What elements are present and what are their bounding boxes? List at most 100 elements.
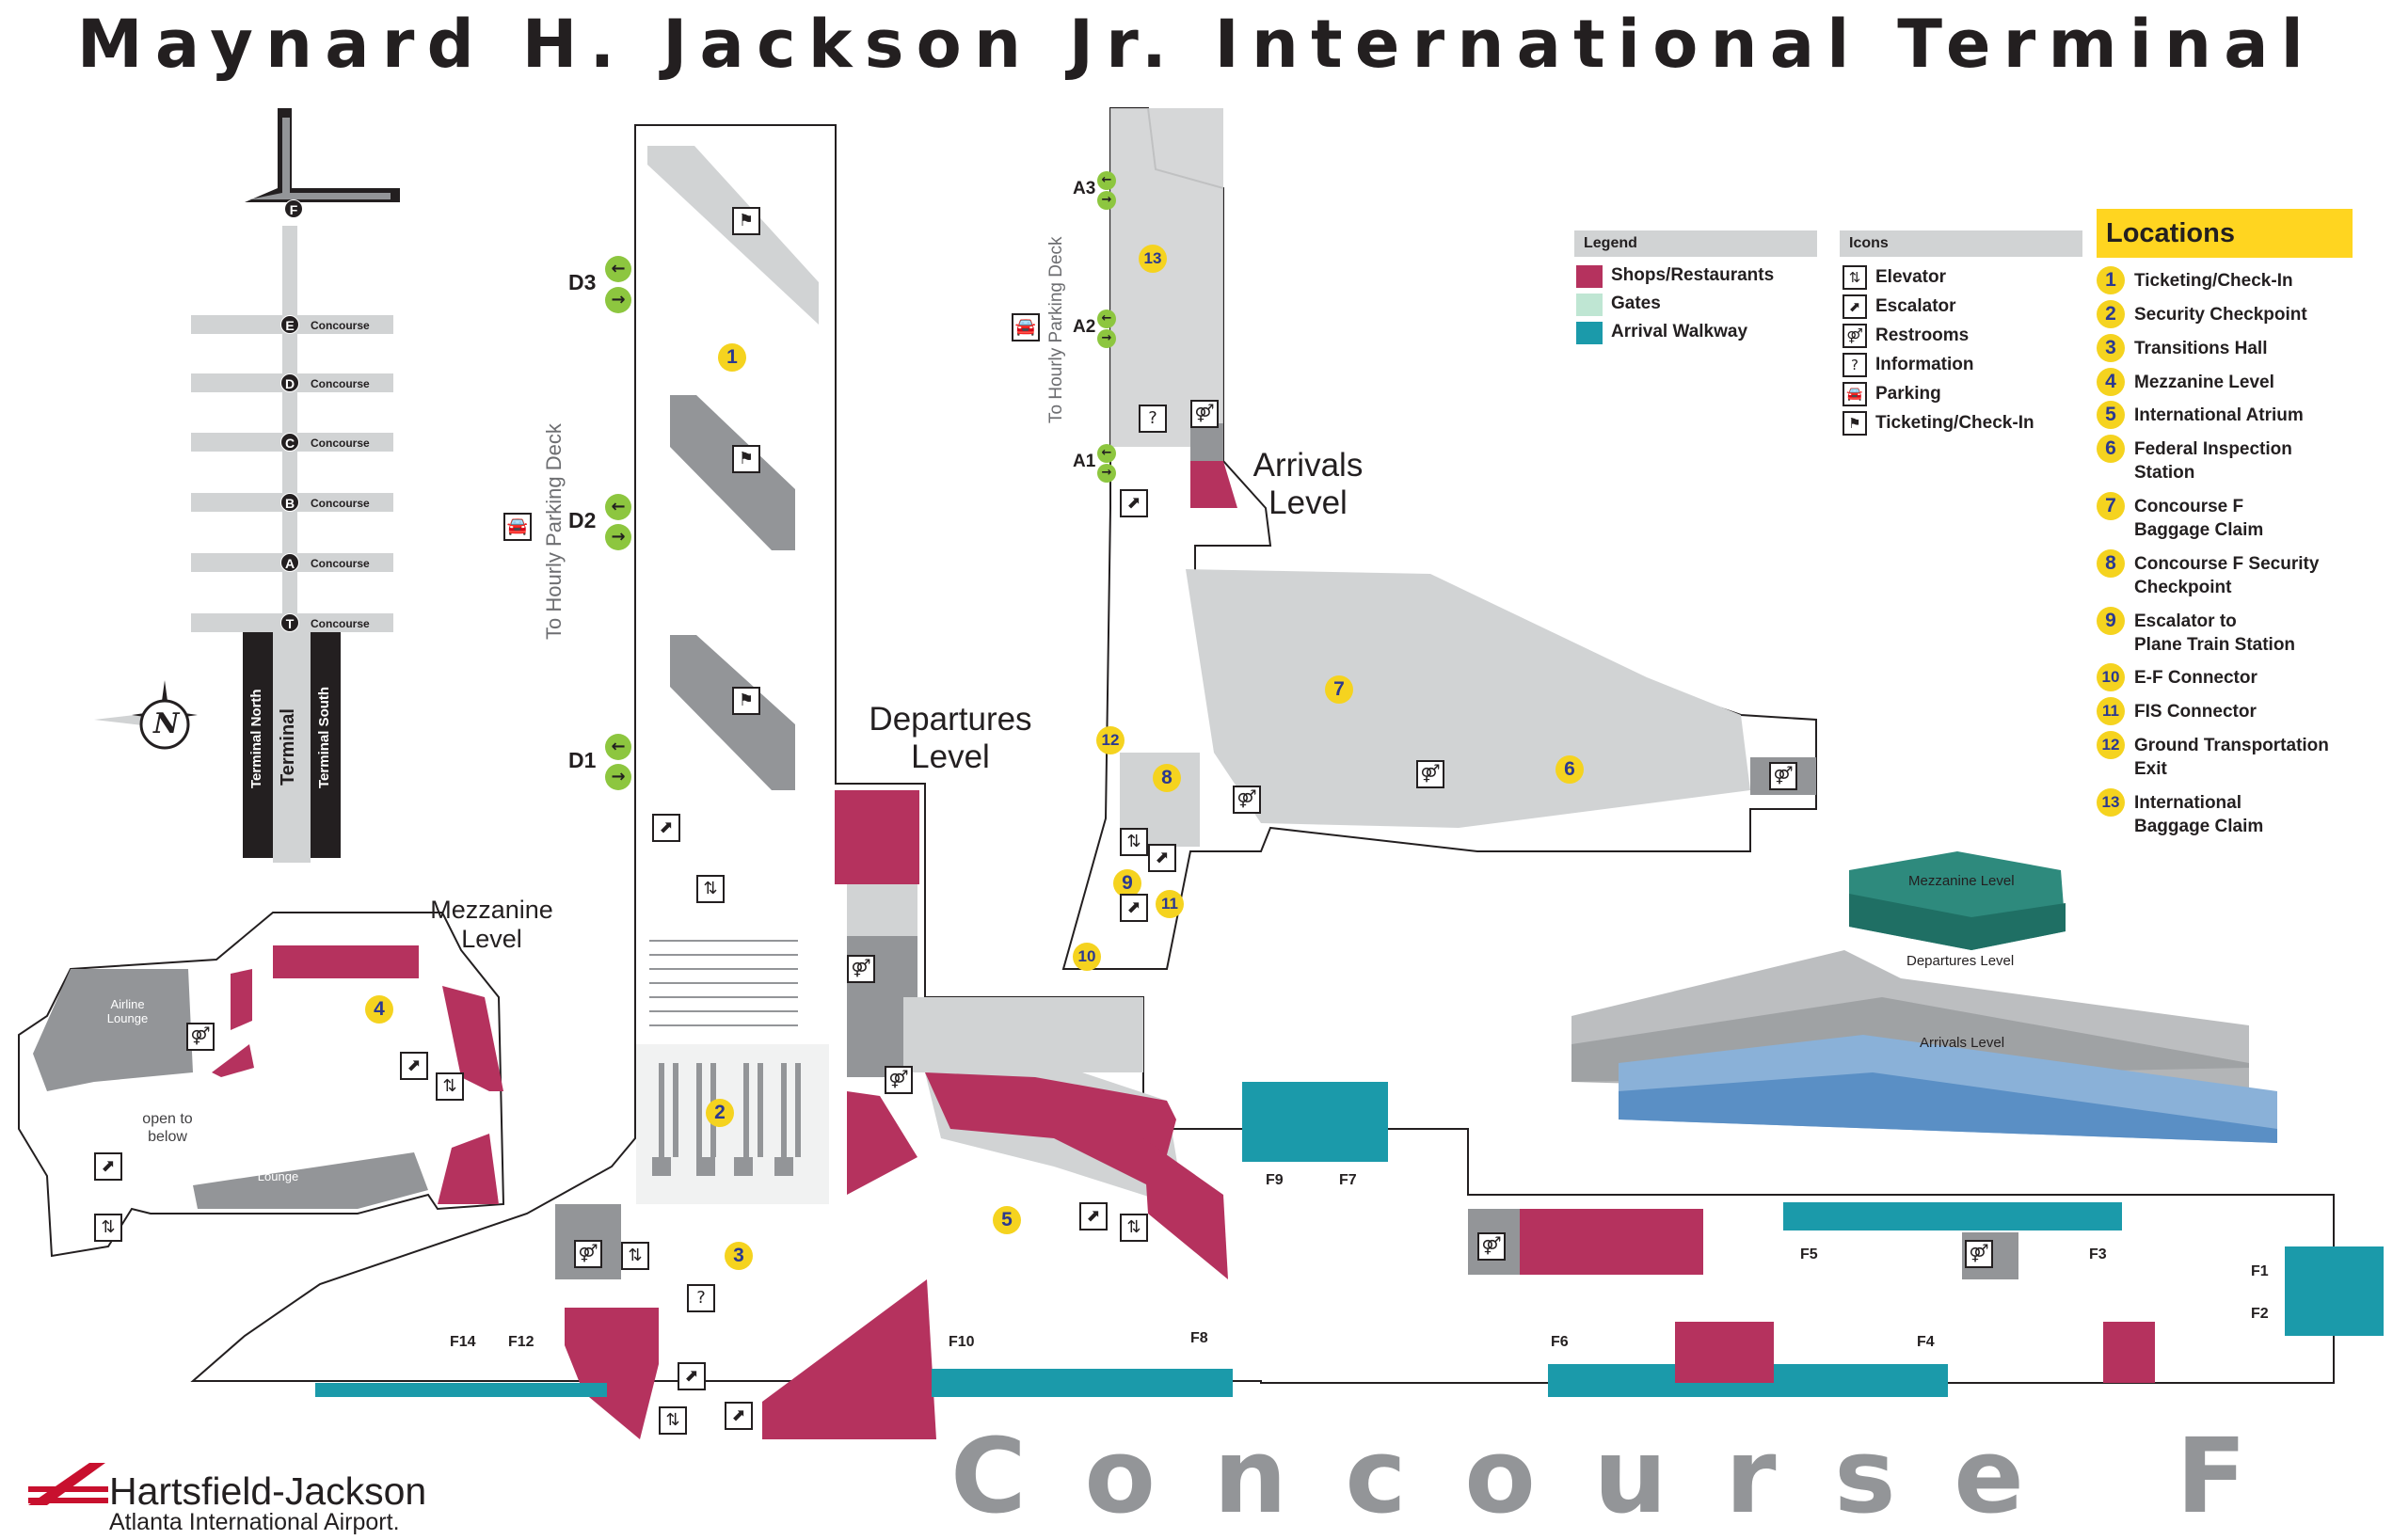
gate-a2-label: A2: [1073, 317, 1096, 337]
concourse-f-marker: F: [284, 199, 303, 218]
legend-gates-label: Gates: [1611, 294, 1661, 313]
gate-f10-label: F10: [949, 1334, 975, 1350]
gate-d3-label: D3: [568, 270, 597, 294]
map-marker-1: 1: [718, 343, 746, 372]
map-marker-9: 9: [1113, 869, 1141, 897]
map-marker-4: 4: [365, 995, 393, 1024]
parking-icon: 🚘: [503, 513, 532, 541]
gate-a3-label: A3: [1073, 179, 1096, 198]
legend-walkway-swatch: [1576, 322, 1603, 344]
concourse-t-marker: T: [280, 613, 299, 632]
legend-header: Legend: [1574, 230, 1817, 257]
legend-walkway-label: Arrival Walkway: [1611, 322, 1748, 341]
restrooms-icon: ⚤: [847, 955, 875, 983]
isometric-levels: [1571, 851, 2277, 1143]
elevator-icon: ⇅: [94, 1214, 122, 1242]
restrooms-icon: ⚤: [1965, 1240, 1993, 1268]
icons-legend-elevator: Elevator: [1875, 267, 1946, 287]
map-marker-2: 2: [706, 1099, 734, 1127]
gate-a1-label: A1: [1073, 452, 1096, 471]
gate-f12-label: F12: [508, 1334, 534, 1350]
gate-f4-label: F4: [1917, 1334, 1935, 1350]
concourse-b-word: Concourse: [311, 497, 370, 510]
concourse-e-word: Concourse: [311, 319, 370, 332]
departures-level-floor: [190, 124, 2384, 1439]
restrooms-icon: ⚤: [574, 1240, 602, 1268]
escalator-icon: ⬈: [94, 1152, 122, 1181]
d1-arrow-left-icon: ←: [605, 734, 631, 760]
parking-icon: 🚘: [1012, 313, 1040, 341]
parking-deck-label-departures: To Hourly Parking Deck: [542, 423, 566, 640]
concourse-a-marker: A: [280, 553, 299, 572]
a2-arrow-right-icon: →: [1097, 329, 1116, 348]
open-to-below-label: open to below: [142, 1111, 193, 1145]
map-marker-10: 10: [1073, 943, 1101, 971]
loc-4-num: 4: [2097, 368, 2125, 396]
iso-departures-label: Departures Level: [1906, 953, 2015, 969]
loc-5-num: 5: [2097, 401, 2125, 429]
icons-legend-header: Icons: [1840, 230, 2082, 257]
loc-9-num: 9: [2097, 607, 2125, 635]
ticketing-icon: ⚑: [732, 207, 760, 235]
airline-lounge-1-label: Airline Lounge: [106, 997, 149, 1025]
airport-logo-name: Hartsfield-Jackson: [109, 1469, 427, 1513]
map-marker-8: 8: [1153, 764, 1181, 792]
a2-arrow-left-icon: ←: [1097, 310, 1116, 328]
d1-arrow-right-icon: →: [605, 764, 631, 790]
gate-d2-label: D2: [568, 508, 597, 532]
a3-arrow-right-icon: →: [1097, 191, 1116, 210]
d3-arrow-right-icon: →: [605, 287, 631, 313]
airport-logo-mark: [28, 1463, 108, 1505]
d2-arrow-left-icon: ←: [605, 494, 631, 520]
icons-legend-parking: Parking: [1875, 384, 1941, 404]
icons-legend-restrooms: Restrooms: [1875, 325, 1970, 345]
loc-5-text: International Atrium: [2134, 405, 2304, 425]
escalator-icon: ⬈: [1843, 294, 1867, 319]
concourse-f-word: Concourse: [311, 200, 370, 214]
map-marker-3: 3: [725, 1242, 753, 1270]
concourse-f-title: Concourse F: [950, 1416, 2305, 1536]
gate-f7-label: F7: [1339, 1172, 1357, 1188]
restrooms-icon: ⚤: [1769, 762, 1797, 790]
terminal-south-label: Terminal South: [316, 686, 332, 788]
map-marker-11: 11: [1156, 890, 1184, 918]
concourse-e-marker: E: [280, 315, 299, 334]
loc-2-num: 2: [2097, 300, 2125, 328]
loc-10-text: E-F Connector: [2134, 668, 2257, 688]
loc-6-num: 6: [2097, 435, 2125, 463]
loc-7-num: 7: [2097, 492, 2125, 520]
elevator-icon: ⇅: [1843, 265, 1867, 290]
gate-f5-label: F5: [1800, 1246, 1818, 1262]
escalator-icon: ⬈: [725, 1402, 753, 1430]
elevator-icon: ⇅: [621, 1242, 649, 1270]
loc-3-text: Transitions Hall: [2134, 339, 2268, 358]
locations-header: Locations: [2097, 209, 2353, 258]
gate-f8-label: F8: [1190, 1330, 1208, 1346]
elevator-icon: ⇅: [436, 1072, 464, 1101]
mezzanine-floor: [18, 912, 505, 1258]
information-icon: ?: [1843, 353, 1867, 377]
parking-deck-label-arrivals: To Hourly Parking Deck: [1046, 236, 1066, 423]
airport-logo-subtitle: Atlanta International Airport.: [109, 1509, 400, 1535]
loc-10-num: 10: [2097, 663, 2125, 691]
loc-13-num: 13: [2097, 788, 2125, 817]
escalator-icon: ⬈: [1148, 844, 1176, 872]
information-icon: ?: [1139, 405, 1167, 433]
escalator-icon: ⬈: [1120, 894, 1148, 922]
elevator-icon: ⇅: [659, 1406, 687, 1435]
airline-lounge-2-label: Airline Lounge: [257, 1155, 299, 1183]
a3-arrow-left-icon: ←: [1097, 171, 1116, 190]
parking-icon: 🚘: [1843, 382, 1867, 406]
a1-arrow-right-icon: →: [1097, 464, 1116, 483]
concourse-b-marker: B: [280, 493, 299, 512]
legend-shops-swatch: [1576, 265, 1603, 288]
concourse-a-word: Concourse: [311, 557, 370, 570]
concourse-d-word: Concourse: [311, 377, 370, 390]
d2-arrow-right-icon: →: [605, 524, 631, 550]
